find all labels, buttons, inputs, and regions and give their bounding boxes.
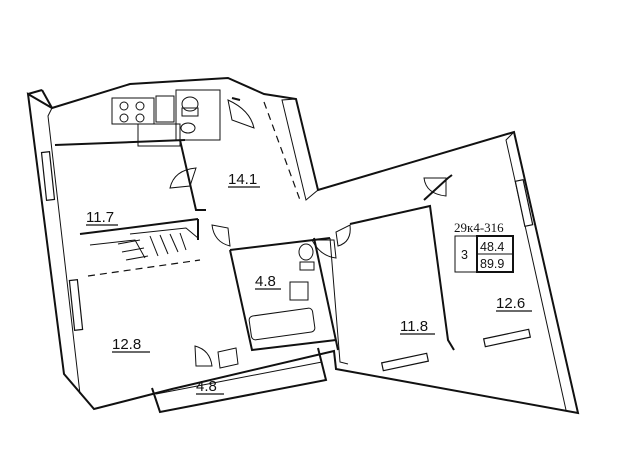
room-area-kitchen: 11.7: [86, 209, 114, 226]
kitchen-fixtures: [111, 95, 181, 147]
toilet-room: [175, 89, 221, 141]
living-area: 48.4: [480, 240, 504, 254]
rooms-count: 3: [461, 248, 468, 262]
doors: [169, 99, 447, 369]
burner-icon: [119, 113, 129, 123]
bathroom-fixtures: [248, 243, 316, 341]
door-kitchen: [169, 167, 197, 189]
dashed-zone-lines: [87, 101, 301, 277]
windows: [40, 151, 534, 372]
door-hall-lower: [211, 224, 231, 247]
door-loggia: [194, 345, 213, 367]
door-entrance: [227, 99, 255, 129]
bathtub: [248, 307, 316, 341]
room-area-hall: 14.1: [228, 171, 257, 188]
burner-icon: [135, 113, 145, 123]
burner-icon: [135, 101, 145, 111]
room-labels: 11.7 14.1 4.8 12.8 4.8 11.8 12.6: [86, 171, 532, 395]
room-area-bedroom-right: 12.6: [496, 295, 525, 312]
door-bedroom-right: [423, 177, 447, 197]
wc-walls: [175, 89, 221, 141]
counter: [137, 123, 181, 147]
sink: [155, 95, 175, 123]
window-bedroom-middle: [380, 352, 430, 372]
window-kitchen: [40, 151, 56, 201]
room-area-bedroom-middle: 11.8: [400, 318, 428, 335]
toilet-icon: [298, 243, 314, 261]
window-bedroom-left: [68, 279, 84, 331]
loggia-step: [217, 347, 239, 369]
sink-bathroom: [289, 281, 309, 301]
room-area-loggia: 4.8: [196, 378, 217, 395]
window-bedroom-right-side: [514, 178, 534, 228]
burner-icon: [119, 101, 129, 111]
toilet-tank: [181, 107, 199, 117]
plan-code: 29к4-316: [454, 220, 504, 235]
stove: [111, 97, 155, 125]
window-bedroom-right-bottom: [482, 328, 532, 348]
total-area: 89.9: [480, 257, 504, 271]
toilet-icon: [181, 96, 199, 112]
plan-info: 29к4-316 3 48.4 89.9: [454, 220, 514, 273]
room-area-bedroom-left: 12.8: [112, 336, 141, 353]
toilet-tank: [299, 261, 315, 271]
door-bathroom: [311, 239, 337, 259]
room-area-bathroom: 4.8: [255, 273, 276, 290]
washbasin-icon: [180, 122, 196, 134]
outer-walls: [26, 76, 580, 415]
door-bedroom-middle: [335, 224, 351, 247]
